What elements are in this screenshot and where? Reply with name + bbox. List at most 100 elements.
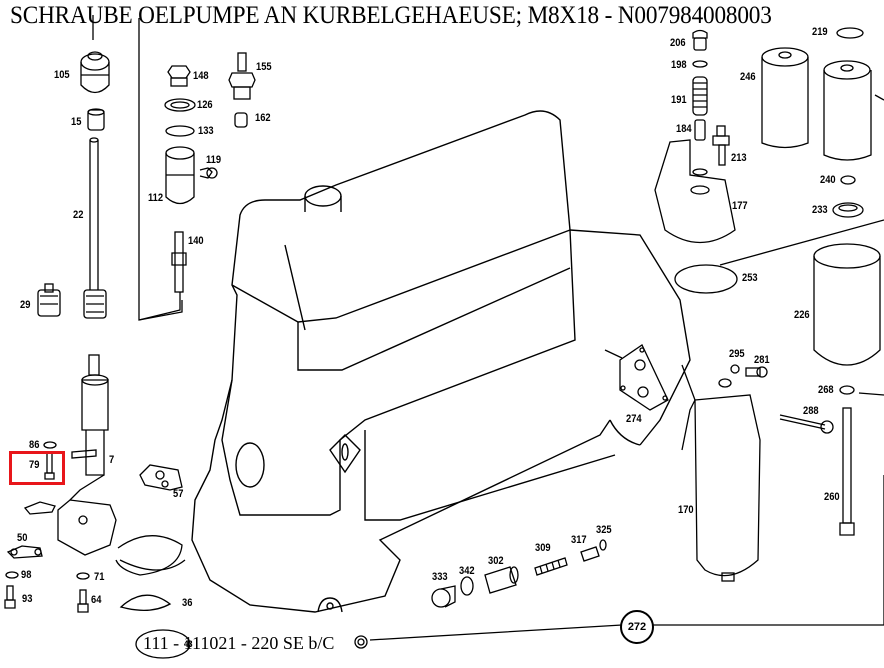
part-98-washer	[5, 571, 19, 579]
part-plug-small	[354, 635, 368, 649]
part-label-105[interactable]: 105	[54, 69, 70, 81]
part-label-288[interactable]: 288	[803, 405, 819, 417]
part-198-washer	[692, 60, 708, 68]
part-246-filter-2	[823, 60, 872, 161]
part-155-fitting	[228, 52, 256, 100]
part-label-133[interactable]: 133	[198, 125, 214, 137]
part-label-260[interactable]: 260	[824, 491, 840, 503]
part-label-177[interactable]: 177	[732, 200, 748, 212]
part-label-162[interactable]: 162	[255, 112, 271, 124]
part-label-309[interactable]: 309	[535, 542, 551, 554]
part-label-198[interactable]: 198	[671, 59, 687, 71]
part-119-screw	[199, 167, 218, 179]
part-label-140[interactable]: 140	[188, 235, 204, 247]
part-label-302[interactable]: 302	[488, 555, 504, 567]
part-label-57[interactable]: 57	[173, 488, 184, 500]
part-309-spring	[534, 557, 568, 576]
part-strainer	[115, 535, 186, 576]
part-64-bolt	[77, 589, 89, 613]
part-15-sleeve	[87, 108, 105, 131]
part-281-bolt	[745, 366, 768, 378]
part-105-bushing	[80, 51, 110, 94]
part-label-148[interactable]: 148	[193, 70, 209, 82]
part-label-240[interactable]: 240	[820, 174, 836, 186]
part-148-plug	[167, 65, 191, 87]
part-302-valve-body	[484, 566, 519, 594]
part-label-155[interactable]: 155	[256, 61, 272, 73]
part-43-ring	[135, 629, 191, 659]
part-label-268[interactable]: 268	[818, 384, 834, 396]
part-233-seal	[832, 202, 864, 218]
part-label-43[interactable]: 43	[184, 639, 193, 649]
part-112-valve	[165, 146, 195, 205]
part-label-206[interactable]: 206	[670, 37, 686, 49]
part-86-washer	[43, 441, 57, 449]
part-288-bolt	[779, 414, 834, 434]
part-140-shaft	[138, 231, 187, 321]
group-divider	[719, 94, 884, 266]
part-191-spring	[692, 76, 708, 116]
part-label-342[interactable]: 342	[459, 565, 475, 577]
part-333-plug	[431, 585, 456, 608]
part-29-gear	[37, 283, 61, 317]
part-226-filter	[813, 243, 881, 366]
part-label-272-circle[interactable]: 272	[620, 610, 654, 644]
part-325-ring	[599, 539, 607, 551]
part-label-295[interactable]: 295	[729, 348, 745, 360]
part-295-washer	[730, 364, 740, 374]
part-label-15[interactable]: 15	[71, 116, 82, 128]
part-213-fitting	[712, 125, 730, 166]
part-label-22[interactable]: 22	[73, 209, 84, 221]
part-label-281[interactable]: 281	[754, 354, 770, 366]
part-label-119[interactable]: 119	[206, 154, 222, 166]
part-label-317[interactable]: 317	[571, 534, 587, 546]
leader-line	[369, 475, 884, 641]
part-342-washer	[460, 576, 474, 596]
part-label-246[interactable]: 246	[740, 71, 756, 83]
part-label-36[interactable]: 36	[182, 597, 193, 609]
part-126-washer	[164, 98, 196, 112]
part-246-filter	[761, 47, 809, 149]
part-label-86[interactable]: 86	[29, 439, 40, 451]
part-label-233[interactable]: 233	[812, 204, 828, 216]
part-label-325[interactable]: 325	[596, 524, 612, 536]
part-label-219[interactable]: 219	[812, 26, 828, 38]
part-label-333[interactable]: 333	[432, 571, 448, 583]
part-label-191[interactable]: 191	[671, 94, 687, 106]
part-36-cover	[119, 594, 172, 611]
part-label-272: 272	[627, 621, 647, 633]
part-label-71[interactable]: 71	[94, 571, 105, 583]
part-274-gasket	[619, 344, 669, 411]
part-label-274[interactable]: 274	[626, 413, 642, 425]
part-170-filter-housing	[681, 364, 761, 582]
leader-line	[604, 349, 623, 359]
part-label-170[interactable]: 170	[678, 504, 694, 516]
part-label-64[interactable]: 64	[91, 594, 102, 606]
part-label-7[interactable]: 7	[109, 454, 115, 466]
part-title: SCHRAUBE OELPUMPE AN KURBELGEHAEUSE; M8X…	[10, 2, 772, 29]
part-label-93[interactable]: 93	[22, 593, 33, 605]
diagram-reference: 111 - 111021 - 220 SE b/C	[143, 633, 335, 653]
part-label-29[interactable]: 29	[20, 299, 31, 311]
part-label-253[interactable]: 253	[742, 272, 758, 284]
part-133-ring	[165, 125, 195, 137]
part-label-213[interactable]: 213	[731, 152, 747, 164]
highlighted-part-box	[9, 451, 65, 485]
part-50-bracket	[6, 545, 43, 559]
part-label-79[interactable]: 79	[29, 459, 40, 471]
part-label-98[interactable]: 98	[21, 569, 32, 581]
leader-line	[858, 392, 884, 396]
part-253-ring	[674, 264, 738, 294]
part-label-112[interactable]: 112	[148, 192, 164, 204]
part-93-bolt	[4, 585, 16, 609]
part-label-226[interactable]: 226	[794, 309, 810, 321]
part-177-filter-head	[654, 139, 736, 243]
part-label-50[interactable]: 50	[17, 532, 28, 544]
part-240-washer	[840, 175, 856, 185]
part-206-plug	[692, 29, 708, 51]
group-divider	[138, 18, 183, 321]
part-label-126[interactable]: 126	[197, 99, 213, 111]
part-label-184[interactable]: 184	[676, 123, 692, 135]
part-57-gasket	[139, 464, 183, 491]
